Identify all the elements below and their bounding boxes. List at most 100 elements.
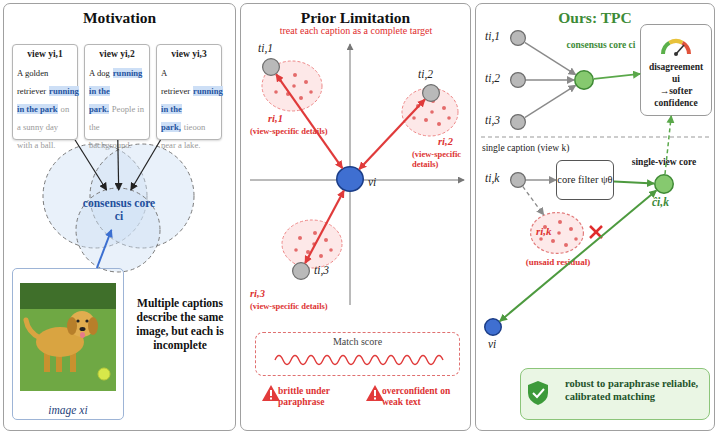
node-shape	[575, 71, 594, 90]
dog-leg	[56, 352, 62, 372]
text-embedding: ti,1	[262, 58, 280, 76]
node-shape	[485, 319, 502, 336]
dog-eye	[76, 319, 79, 322]
node-text: image xi	[13, 404, 123, 416]
detail-dots	[294, 231, 333, 258]
detail-dots	[412, 99, 451, 126]
panel: Prior Limitationti,1ti,2ti,3viMatch scor…	[240, 3, 471, 431]
text-embedding: ti,2	[510, 72, 526, 88]
annotation-label: ri,3	[250, 288, 265, 299]
score-box: Match score	[255, 332, 460, 376]
node-text: →softer confidence	[641, 85, 711, 109]
dog-body	[36, 327, 84, 357]
gauge-arc	[683, 43, 690, 54]
annotation-label: ri,1	[268, 113, 283, 124]
warning-mark	[270, 390, 272, 396]
photo-grass	[20, 283, 116, 391]
node-text: robust to paraphrase reliable, calibrate…	[565, 377, 701, 403]
node-text: ti,k	[485, 172, 499, 184]
gauge-arc	[663, 43, 670, 54]
node-text: ti,1	[258, 42, 273, 54]
node-text: A dog	[89, 68, 110, 78]
connector-arrow	[97, 230, 112, 268]
disagreement-box: disagreementui→softer confidence	[640, 24, 712, 116]
text-embedding: ti,1	[510, 30, 526, 46]
venn-circle	[90, 144, 194, 248]
dog-ear	[67, 317, 77, 335]
connector-arrow	[500, 190, 656, 321]
tennis-ball	[98, 368, 110, 380]
result-box: robust to paraphrase reliable, calibrate…	[520, 368, 710, 420]
reject-cross	[590, 226, 602, 238]
connector-arrow	[594, 74, 640, 79]
warning-mark	[270, 398, 272, 400]
photo-trees	[20, 283, 116, 309]
node-text: Prior Limitation	[241, 9, 470, 27]
caption-box: view yi,2A dogrunning in the park.People…	[84, 44, 150, 140]
node-text: consensus core ci	[80, 197, 158, 223]
node-text: Motivation	[4, 9, 235, 27]
node-text: A retriever	[161, 68, 190, 96]
venn-circle	[43, 144, 147, 248]
node-text: ti,2	[485, 72, 500, 84]
dog-nose	[80, 327, 86, 331]
node-shape	[511, 173, 526, 188]
consensus-region: consensus core ci	[80, 190, 158, 230]
detail-dots	[274, 73, 313, 100]
text-embedding: ti,3	[292, 262, 310, 280]
consensus-core: consensus core ci	[574, 70, 594, 90]
annotation-label: (view-specific details)	[250, 126, 340, 136]
annotation-label: ri,2	[438, 136, 453, 147]
node-outline	[510, 114, 526, 130]
image-box: image xi	[12, 268, 124, 420]
connector-arrow	[526, 179, 556, 180]
node-text: ri,k	[536, 225, 552, 237]
caption-box: view yi,3A retrieverrunning in the park,…	[156, 44, 222, 140]
dog-head	[69, 311, 95, 337]
node-outline	[336, 166, 364, 192]
node-text: ĉi,k	[652, 196, 669, 208]
node-outline	[510, 30, 526, 46]
warning-icon	[262, 385, 280, 401]
filter-box: core filter ψθ	[556, 160, 614, 200]
dog-tongue	[80, 332, 85, 338]
node-text: consensus core ci	[566, 40, 636, 51]
node-text: ui	[641, 73, 711, 85]
image-embedding: vi	[484, 318, 502, 336]
dog-ear	[88, 317, 98, 335]
node-shape	[263, 59, 280, 76]
warning-icon	[366, 385, 384, 401]
node-outline	[484, 318, 502, 336]
node-outline	[654, 174, 674, 194]
node-shape	[293, 263, 310, 280]
node-outline	[510, 72, 526, 88]
node-text: view yi,3	[161, 49, 217, 59]
annotation-label: brittle under paraphrase	[278, 386, 356, 408]
node-shape	[655, 175, 674, 194]
node-shape	[511, 31, 526, 46]
dog-tail	[26, 320, 40, 338]
node-shape	[531, 213, 584, 254]
annotation-label: (view-specific details)	[250, 301, 340, 311]
node-text: view yi,1	[17, 49, 73, 59]
connector-arrow	[526, 79, 574, 80]
dog-leg	[44, 350, 50, 372]
node-text: disagreement	[641, 61, 711, 73]
node-outline	[510, 172, 526, 188]
text-embedding: ti,2	[422, 84, 440, 102]
score-wave	[275, 356, 443, 365]
node-shape	[511, 73, 526, 88]
node-text: ti,2	[418, 68, 433, 80]
caption-box: view yi,1A golden retrieverrunning in th…	[12, 44, 78, 140]
gauge-needle	[676, 45, 684, 54]
venn-circle	[76, 188, 160, 272]
reject-cross	[590, 226, 602, 238]
node-text: vi	[488, 338, 496, 350]
node-text: ti,3	[485, 114, 500, 126]
node-shape	[511, 115, 526, 130]
node-outline	[574, 70, 594, 90]
node-shape	[337, 167, 364, 192]
node-outline	[422, 84, 440, 102]
node-text: A golden retriever	[17, 68, 48, 96]
